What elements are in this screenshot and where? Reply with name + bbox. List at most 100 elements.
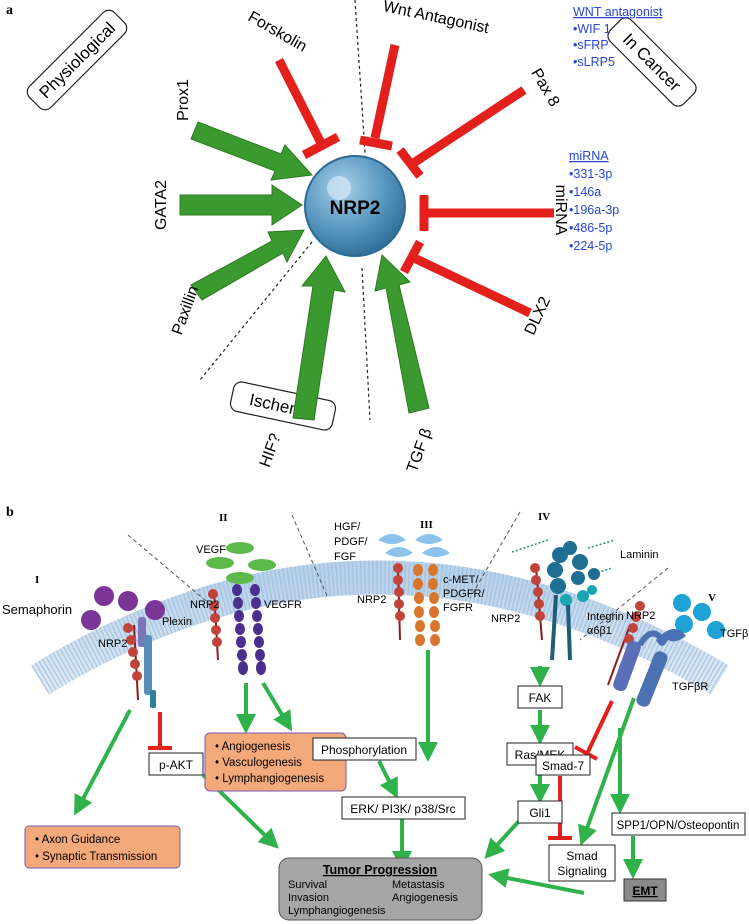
p3-nrp2-label: NRP2: [357, 594, 386, 606]
spp1-box: SPP1/OPN/Osteopontin: [611, 812, 746, 836]
inhibit-forskolin-bar: [301, 133, 341, 159]
roman-1: I: [35, 574, 39, 586]
label-wnt-antagonist: Wnt Antagonist: [382, 0, 491, 37]
nrp2-label: NRP2: [330, 198, 381, 219]
tgfb-label: TGFβ: [720, 628, 748, 640]
pathway-2: [206, 542, 276, 675]
p1-nrp2-label: NRP2: [98, 638, 127, 650]
vegf-label: VEGF: [196, 544, 226, 556]
membrane-texture: [31, 560, 729, 695]
tumor-survival: Survival: [288, 879, 327, 891]
divider-bottom: [361, 267, 371, 421]
gli1-box: Gli1: [517, 800, 563, 824]
p5-nrp2-label: NRP2: [626, 610, 655, 622]
panel-a-label: a: [6, 3, 13, 18]
panel-b-dividers: [127, 511, 669, 641]
label-tgfb: TGF β: [404, 426, 436, 475]
region-ischemia: Ischemia: [229, 381, 337, 431]
label-gata2: GATA2: [153, 180, 170, 230]
roman-3: III: [420, 519, 433, 531]
roman-4: IV: [538, 511, 550, 523]
vegfr-label: VEGFR: [264, 599, 302, 611]
wnt-antagonist-list: WNT antagonist •WIF 1 •sFRP •sLRP5: [573, 5, 663, 69]
mirna-list-item: •486-5p: [569, 221, 612, 235]
p-akt-box: p-AKT: [148, 752, 204, 776]
pdgf-label: PDGF/: [334, 536, 369, 548]
outcome-angiogenesis: • Angiogenesis: [215, 741, 291, 753]
outcome-vasculogenesis: • Vasculogenesis: [215, 757, 302, 769]
tumor-invasion: Invasion: [288, 892, 329, 904]
mirna-list-item: •331-3p: [569, 167, 612, 181]
inhibit-pax8: [409, 86, 527, 168]
semaphorin-ball: [81, 610, 101, 630]
smad7-box: Smad-7: [535, 754, 591, 776]
region-in-cancer-label: In Cancer: [619, 30, 685, 96]
wnt-list-item: •WIF 1: [573, 22, 611, 36]
angiogenesis-box: • Angiogenesis • Vasculogenesis • Lympha…: [204, 732, 347, 792]
fak-box: FAK: [517, 685, 563, 709]
arrow-gata2: [179, 184, 303, 226]
arrow-paxillin: [190, 229, 305, 301]
semaphorin-ball: [145, 600, 165, 620]
emt-label: EMT: [632, 884, 658, 898]
smad7-label: Smad-7: [542, 759, 584, 773]
pathway-3: [378, 534, 450, 646]
mirna-list-item: •196a-3p: [569, 203, 619, 217]
roman-2: II: [219, 512, 228, 524]
semaphorin-label: Semaphorin: [2, 602, 72, 617]
signaling-label: Signaling: [557, 864, 606, 878]
p2-nrp2-label: NRP2: [190, 599, 219, 611]
fgf-label: FGF: [334, 551, 356, 563]
arrow-prox1: [190, 121, 314, 181]
tumor-angiogenesis: Angiogenesis: [392, 892, 459, 904]
fgfr-label: FGFR: [443, 602, 473, 614]
pathway-1: [81, 586, 165, 708]
pathway-5: [607, 594, 725, 707]
p4-nrp2-label: NRP2: [491, 613, 520, 625]
sphere-highlight: [327, 176, 351, 200]
tumor-lymphangiogenesis: Lymphangiogenesis: [288, 905, 386, 917]
emt-box: EMT: [623, 878, 667, 902]
label-paxillin: Paxillin: [169, 284, 202, 337]
tumor-progression-box: Tumor Progression Survival Invasion Lymp…: [278, 857, 483, 921]
region-physiological-label: Physiological: [36, 19, 120, 103]
panel-b-label: b: [6, 505, 14, 520]
activation-arrows: [74, 650, 643, 895]
erk-label: ERK/ PI3K/ p38/Src: [350, 802, 455, 816]
semaphorin-ball: [94, 586, 114, 606]
mirna-list: miRNA •331-3p •146a •196a-3p •486-5p •22…: [569, 149, 619, 253]
inhibition-arrows: [148, 700, 614, 840]
wnt-list-title: WNT antagonist: [573, 5, 663, 19]
phosphorylation-label: Phosphorylation: [321, 743, 407, 757]
inhibit-wnt: [370, 44, 400, 139]
label-forskolin: Forskolin: [245, 9, 310, 56]
integrin-label: Integrin: [587, 611, 624, 623]
region-in-cancer: In Cancer: [607, 17, 697, 107]
arrow-hif: [292, 255, 346, 421]
alpha6beta1-label: α6β1: [587, 625, 612, 637]
tumor-title: Tumor Progression: [323, 863, 437, 877]
outcome-synaptic-transmission: • Synaptic Transmission: [35, 851, 157, 863]
spp1-label: SPP1/OPN/Osteopontin: [617, 820, 740, 832]
pathway-4: [511, 539, 616, 661]
outcome-axon-guidance: • Axon Guidance: [35, 834, 120, 846]
smad-label: Smad: [566, 849, 597, 863]
mirna-list-item: •224-5p: [569, 239, 612, 253]
inhibit-wnt-bar: [359, 135, 393, 151]
repressor-lines: [274, 44, 554, 318]
inhibit-pax8-bar: [396, 147, 424, 179]
axon-guidance-box: • Axon Guidance • Synaptic Transmission: [24, 825, 181, 869]
label-mirna: miRNA: [552, 185, 569, 236]
inhibit-forskolin: [274, 57, 327, 148]
tumor-metastasis: Metastasis: [392, 879, 445, 891]
cmet-label: c-MET/: [443, 574, 479, 586]
inhibit-dlx2: [410, 252, 532, 318]
laminin-label: Laminin: [620, 549, 659, 561]
roman-5: V: [708, 592, 716, 604]
wnt-list-item: •sLRP5: [573, 55, 615, 69]
fak-label: FAK: [529, 691, 552, 705]
tgfbr-label: TGFβR: [672, 681, 708, 693]
label-hif: HIF?: [257, 431, 285, 469]
